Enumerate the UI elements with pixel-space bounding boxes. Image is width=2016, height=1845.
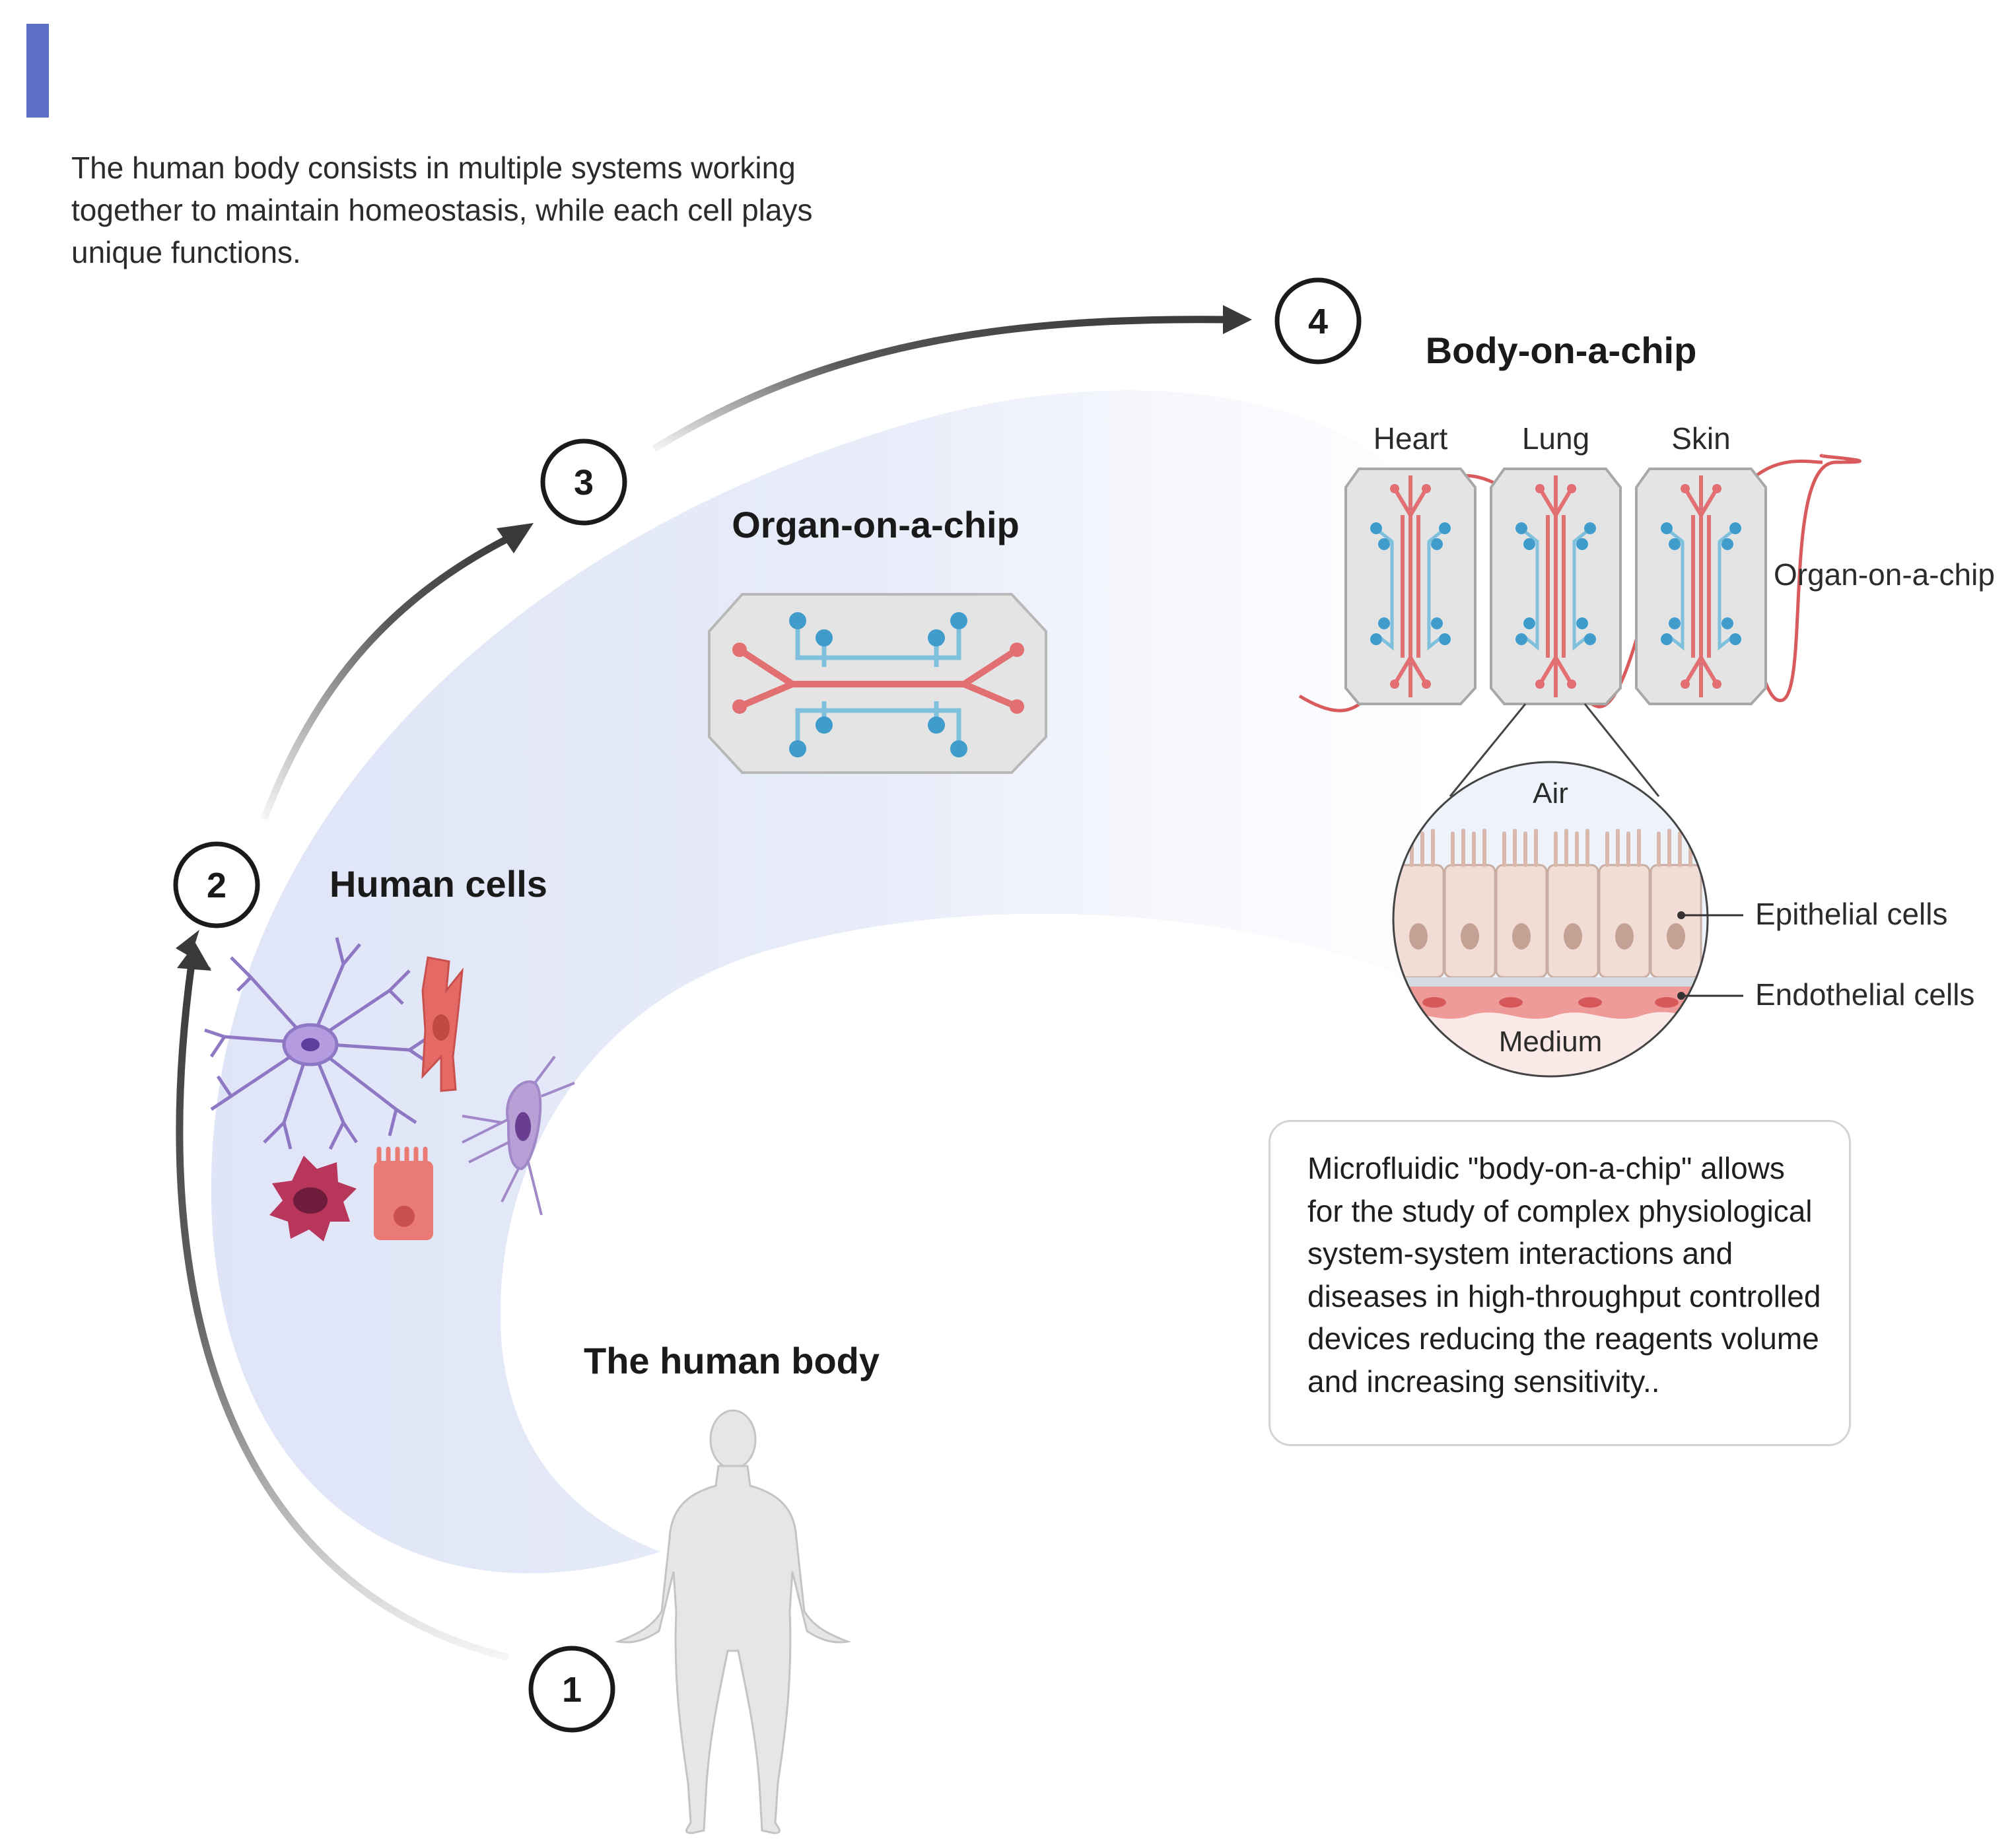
- title-organ-on-a-chip: Organ-on-a-chip: [732, 504, 1020, 545]
- organ-label-lung: Lung: [1522, 421, 1589, 456]
- arrowhead-2-tip: [177, 943, 211, 971]
- chip-skin: [1635, 468, 1767, 705]
- body-on-chip-note: Microfluidic "body-on-a-chip" allows for…: [1269, 1120, 1851, 1446]
- arrow-3-to-4: [652, 316, 1229, 452]
- arrowhead-2: [176, 930, 212, 969]
- arrowhead-3: [497, 523, 534, 553]
- epithelial-cell-icon: [374, 1146, 433, 1240]
- lens-label-medium: Medium: [1499, 1026, 1603, 1058]
- fibroblast-icon: [462, 1055, 575, 1216]
- organ-label-skin: Skin: [1671, 421, 1730, 456]
- step-badge-2: 2: [173, 841, 260, 928]
- step-badge-3: 3: [540, 438, 627, 526]
- chip-lung: [1490, 468, 1622, 705]
- zoom-lines: [1449, 703, 1660, 797]
- lung-tissue-lens: [1392, 761, 1709, 1078]
- neuron-icon: [204, 937, 431, 1150]
- chip-side-label: Organ-on-a-chip: [1774, 557, 1995, 592]
- svg-text:1: 1: [562, 1670, 582, 1710]
- cardiomyocyte-icon: [421, 956, 464, 1092]
- immune-cell-icon: [269, 1156, 357, 1241]
- progression-band: [211, 390, 1420, 1574]
- epithelial-pointer-dot: [1677, 911, 1685, 919]
- microfluidic-chip-icon: [708, 593, 1047, 774]
- svg-text:2: 2: [207, 866, 226, 905]
- arrow-2-to-3: [260, 532, 517, 820]
- title-human-cells: Human cells: [330, 863, 547, 905]
- svg-text:4: 4: [1308, 302, 1328, 341]
- lens-label-air: Air: [1533, 777, 1568, 810]
- organ-label-heart: Heart: [1373, 421, 1448, 456]
- title-human-body: The human body: [584, 1340, 880, 1381]
- arrowhead-4: [1223, 305, 1252, 334]
- intro-text: The human body consists in multiple syst…: [71, 151, 813, 269]
- label-epithelial-cells: Epithelial cells: [1755, 897, 1947, 931]
- body-on-a-chip-device: [1298, 454, 1861, 713]
- arrow-1-to-2: [176, 963, 510, 1661]
- step-badge-4: 4: [1274, 277, 1362, 365]
- step-badge-1: 1: [528, 1646, 615, 1733]
- human-body-icon: [614, 1409, 852, 1834]
- accent-bar: [26, 24, 49, 118]
- chip-heart: [1344, 468, 1477, 705]
- svg-text:3: 3: [574, 463, 594, 503]
- title-body-on-a-chip: Body-on-a-chip: [1426, 330, 1697, 371]
- endothelial-pointer-dot: [1677, 992, 1685, 1000]
- label-endothelial-cells: Endothelial cells: [1755, 977, 1974, 1012]
